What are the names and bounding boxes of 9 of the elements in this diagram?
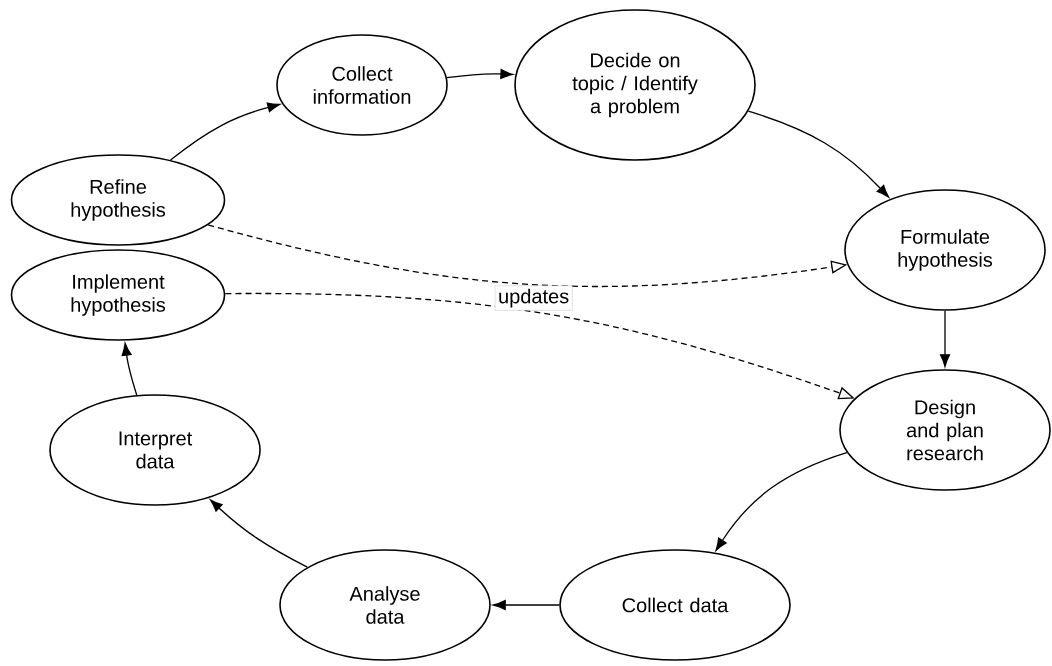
- edge-label: updates: [494, 285, 573, 311]
- arrow: [747, 110, 890, 198]
- arrow: [492, 599, 560, 610]
- arrow: [169, 102, 281, 161]
- arrow: [715, 451, 848, 551]
- arrow: [209, 499, 308, 568]
- arrow: [446, 68, 514, 79]
- arrow: [939, 310, 951, 368]
- arrow: [121, 342, 138, 396]
